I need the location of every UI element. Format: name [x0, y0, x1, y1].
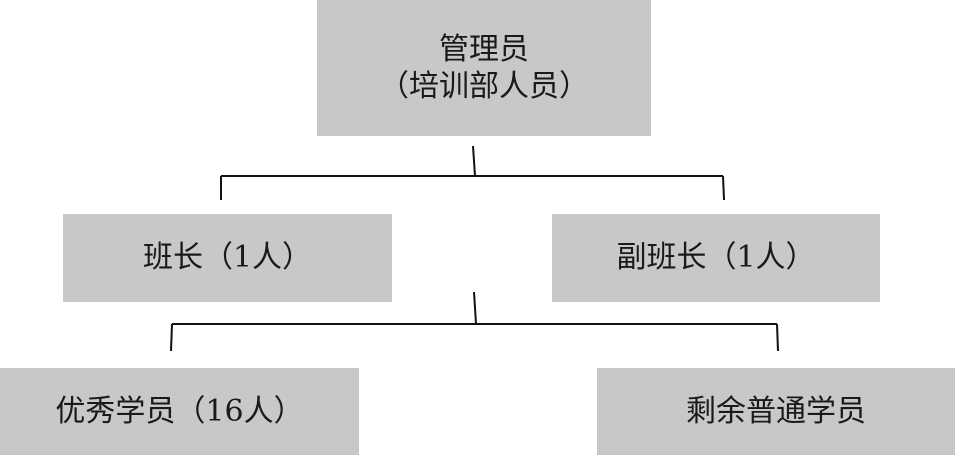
connector-to-vice-monitor: [722, 175, 725, 201]
node-admin: 管理员 （培训部人员）: [317, 0, 651, 136]
node-monitor-label: 班长（1人）: [142, 240, 313, 276]
node-admin-title: 管理员: [439, 31, 529, 67]
node-regular-students: 剩余普通学员: [597, 368, 955, 455]
node-regular-students-label: 剩余普通学员: [686, 393, 866, 429]
node-monitor: 班长（1人）: [63, 214, 392, 302]
connector-level2-stem: [473, 291, 477, 325]
node-vice-monitor-label: 副班长（1人）: [616, 240, 816, 276]
connector-to-excellent: [170, 323, 173, 352]
connector-to-regular: [776, 323, 779, 352]
node-vice-monitor: 副班长（1人）: [552, 214, 880, 302]
node-admin-subtitle: （培训部人员）: [379, 69, 589, 104]
node-excellent-students-label: 优秀学员（16人）: [55, 393, 304, 429]
connector-admin-stem: [472, 145, 476, 177]
node-excellent-students: 优秀学员（16人）: [0, 368, 359, 455]
